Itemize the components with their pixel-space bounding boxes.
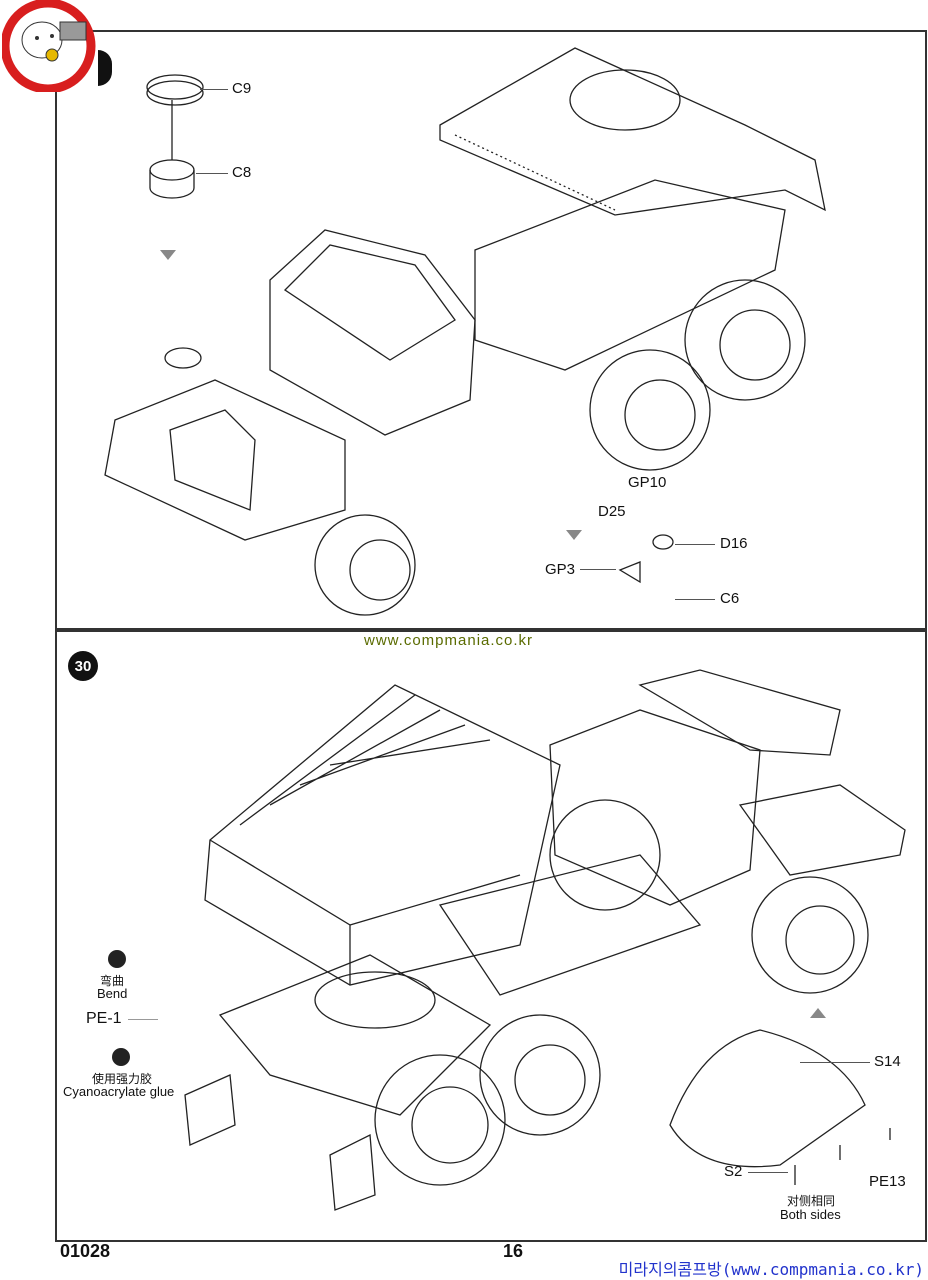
part-label-pe1: PE-1 (86, 1010, 122, 1027)
part-label-gp10: GP10 (628, 474, 667, 491)
part-label-d16: D16 (720, 535, 748, 552)
part-label-c9: C9 (232, 80, 252, 97)
product-code: 01028 (60, 1241, 111, 1261)
leader-line (128, 1019, 158, 1020)
leader-line (196, 173, 228, 174)
glue-icon (112, 1048, 130, 1066)
step-number-badge: 30 (68, 651, 98, 681)
bend-label-zh: 弯曲 (100, 974, 125, 988)
bend-label-en: Bend (97, 986, 128, 1001)
truck-assembly-drawing-30 (184, 669, 906, 1211)
part-label-pe13: PE13 (869, 1173, 906, 1190)
both-sides-label-en: Both sides (780, 1207, 841, 1222)
page-number: 16 (503, 1241, 524, 1261)
direction-arrow-icon (566, 530, 582, 540)
watermark-url: www.compmania.co.kr (362, 632, 536, 649)
direction-arrow-icon (160, 250, 176, 260)
both-sides-label-zh: 对侧相同 (787, 1194, 836, 1208)
leader-line (748, 1172, 788, 1173)
leader-line (675, 544, 715, 545)
leader-line (675, 599, 715, 600)
footer-watermark: 미라지의콤프방(www.compmania.co.kr) (618, 1260, 924, 1279)
leader-line (200, 89, 228, 90)
direction-arrow-icon (810, 1008, 826, 1018)
leader-line (580, 569, 616, 570)
part-label-c6: C6 (720, 590, 740, 607)
bend-icon (108, 950, 126, 968)
part-label-gp3: GP3 (545, 561, 576, 578)
step-29-panel (55, 30, 927, 630)
leader-line (800, 1062, 870, 1063)
part-label-c8: C8 (232, 164, 252, 181)
part-label-s14: S14 (874, 1053, 901, 1070)
glue-label-en: Cyanoacrylate glue (63, 1084, 175, 1099)
glue-label-zh: 使用强力胶 (92, 1072, 153, 1086)
part-label-s2: S2 (724, 1163, 743, 1180)
compmania-logo (0, 0, 102, 94)
truck-assembly-drawing-29 (104, 47, 826, 616)
part-label-d25: D25 (598, 503, 626, 520)
step-29-marker (98, 50, 112, 86)
